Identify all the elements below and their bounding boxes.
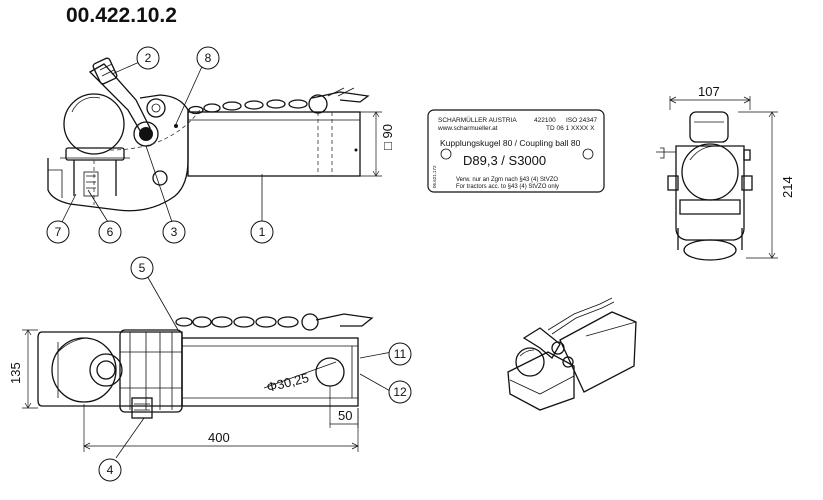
- dim-width-plan: 135: [8, 362, 23, 384]
- dim-square: □ 90: [380, 124, 395, 150]
- plate-product: Kupplungskugel 80 / Coupling ball 80: [440, 138, 581, 148]
- drawing-title: 00.422.10.2: [66, 4, 177, 27]
- plate-usage-de: Verw. nur an Zgm nach §43 (4) StVZO: [456, 177, 558, 183]
- svg-text:6: 6: [107, 225, 114, 239]
- plate-part-no: 422100: [534, 117, 556, 124]
- nameplate: SCHARMÜLLER AUSTRIA 422100 ISO 24347 www…: [427, 109, 605, 193]
- side-view: □ 90: [47, 57, 395, 212]
- callout-11: 11: [388, 342, 412, 366]
- callout-8: 8: [196, 46, 220, 70]
- callout-3: 3: [162, 220, 186, 244]
- callout-12: 12: [388, 380, 412, 404]
- plate-iso: ISO 24347: [566, 117, 597, 124]
- callout-6: 6: [98, 220, 122, 244]
- svg-text:8: 8: [205, 51, 212, 65]
- plate-rating: D89,3 / S3000: [463, 153, 546, 168]
- dim-hole-offset: 50: [338, 408, 352, 423]
- plate-td: TD 06 1 XXXX X: [546, 125, 595, 132]
- plan-view: Φ30,25 135 400 50: [8, 313, 374, 452]
- callout-2: 2: [136, 46, 160, 70]
- plate-maker: SCHARMÜLLER AUSTRIA: [438, 116, 517, 124]
- dim-width-top: 107: [698, 84, 720, 99]
- svg-text:5: 5: [139, 261, 146, 275]
- plate-side-code: 06.621.172: [432, 165, 437, 188]
- svg-text:3: 3: [171, 225, 178, 239]
- svg-text:1: 1: [259, 225, 266, 239]
- svg-text:4: 4: [107, 463, 114, 477]
- callout-5: 5: [130, 256, 154, 280]
- iso-view: [507, 297, 637, 411]
- svg-text:2: 2: [145, 51, 152, 65]
- dim-hole-diameter: Φ30,25: [265, 370, 310, 395]
- dim-height-side: 214: [780, 176, 795, 198]
- plate-usage-en: For tractors acc. to §43 (4) StVZO only: [456, 184, 559, 190]
- leader-lines: [61, 59, 393, 459]
- callout-4: 4: [98, 458, 122, 482]
- svg-text:12: 12: [393, 385, 407, 399]
- svg-text:11: 11: [394, 347, 407, 361]
- plate-website: www.scharmueller.at: [437, 125, 498, 132]
- callout-1: 1: [250, 220, 274, 244]
- front-view: 107 214: [656, 84, 795, 261]
- dim-length: 400: [208, 430, 230, 445]
- svg-text:7: 7: [55, 225, 62, 239]
- callout-7: 7: [46, 220, 70, 244]
